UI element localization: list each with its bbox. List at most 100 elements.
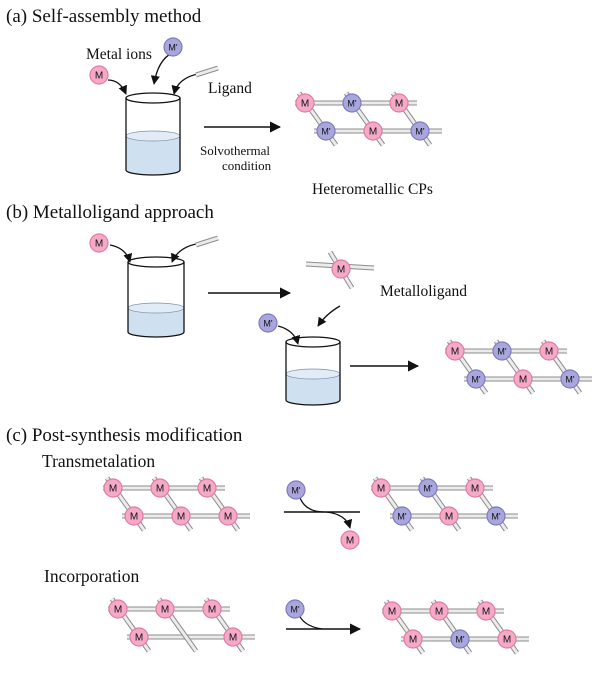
network-a-top-ion-1: M [295, 93, 315, 113]
network-c2-after-incorp-bottom-ion-3: M [497, 629, 517, 649]
network-c2-after-incorp-bottom-ion-2: M' [450, 629, 470, 649]
reagent-m-prime-b: M' [258, 313, 278, 333]
network-c1-before-top-ion-3: M [197, 478, 217, 498]
panel-c-title: (c) Post-synthesis modification [6, 425, 243, 446]
network-b-bottom-ion-2: M [513, 369, 533, 389]
ligand-drop-curve-a [171, 73, 199, 95]
network-b-bottom-ion-3: M' [560, 369, 580, 389]
ion-label-m: M [435, 607, 443, 618]
mp-drop-curve-a [150, 52, 173, 85]
product-label: Heterometallic CPs [312, 181, 433, 198]
ion-label-m: M [395, 99, 403, 110]
ion-label-m: M [409, 635, 417, 646]
reagent-m-prime-c2: M' [285, 599, 305, 619]
ion-label-m: M [114, 605, 122, 616]
ligand-drop-curve-b [171, 243, 197, 263]
ion-label-m: M [301, 99, 309, 110]
ion-label-m: M [135, 633, 143, 644]
ion-label-m: M [545, 347, 553, 358]
reagent-m-prime-a: M' [163, 37, 183, 57]
network-c2-before-bottom-ion-1: M [129, 627, 149, 647]
metal-ions-label: Metal ions [86, 46, 152, 63]
ion-label-m: M [445, 512, 453, 523]
network-b-top-ion-2: M' [492, 341, 512, 361]
ion-label-m-prime: M' [471, 375, 480, 385]
ion-label-m-prime: M' [321, 127, 330, 137]
ion-label-m-prime: M' [397, 512, 406, 522]
ion-label-m: M [346, 536, 354, 547]
ion-label-m: M [208, 605, 216, 616]
network-c1-before-top-ion-2: M [150, 478, 170, 498]
ligand-rod-b [195, 235, 219, 248]
network-a-bottom-ion-2: M [363, 121, 383, 141]
m-drop-curve-b [109, 244, 133, 263]
network-c1-before-bottom-ion-2: M [171, 506, 191, 526]
transmetalation-label: Transmetalation [42, 451, 155, 471]
network-c1-before-top-ion-1: M [103, 478, 123, 498]
ion-label-m-prime: M' [455, 635, 464, 645]
network-c2-after-bottom-ion-1: M' [392, 506, 412, 526]
network-a-bottom-ion-1: M' [316, 121, 336, 141]
ion-label-m: M [203, 484, 211, 495]
ion-label-m: M [161, 605, 169, 616]
ion-label-m: M [471, 484, 479, 495]
reagent-m-a: M [89, 65, 109, 85]
reagent-m-prime-c1: M' [286, 480, 306, 500]
metal-ions-layer: M M' M M' M' M M' M M M' M M' M M' M M' M M' M M' M M M M M M M M' M… [89, 37, 580, 649]
condition-line2: condition [222, 158, 272, 173]
ion-label-m: M [388, 607, 396, 618]
metalloligand-drop-curve [317, 305, 341, 327]
network-c2-after-bottom-ion-3: M' [486, 506, 506, 526]
ion-label-m: M [519, 375, 527, 386]
metalloligand-label: Metalloligand [380, 283, 467, 300]
beakers-layer [125, 92, 341, 406]
network-c2-after-bottom-ion-2: M [439, 506, 459, 526]
network-c2-after-top-ion-3: M [465, 478, 485, 498]
ion-label-m: M [377, 484, 385, 495]
ion-label-m: M [109, 484, 117, 495]
network-c2-after-incorp-top-ion-2: M [429, 601, 449, 621]
network-c2-before-top-ion-1: M [108, 599, 128, 619]
ion-label-m-prime: M' [491, 512, 500, 522]
condition-line1: Solvothermal [200, 143, 270, 158]
beaker-b1 [127, 256, 185, 338]
m-leave-curve-c1 [325, 511, 353, 529]
beaker-b2 [285, 336, 341, 406]
ion-label-m-prime: M' [347, 99, 356, 109]
ion-label-m-prime: M' [291, 486, 300, 496]
metalloligand-center: M [331, 259, 351, 279]
ligand-rod-a [195, 65, 219, 78]
ion-label-m-prime: M' [565, 375, 574, 385]
network-b-bottom-ion-1: M' [466, 369, 486, 389]
m-drop-curve-a [107, 79, 127, 95]
ion-label-m: M [95, 71, 103, 82]
network-c1-before-bottom-ion-1: M [124, 506, 144, 526]
ion-label-m-prime: M' [263, 319, 272, 329]
ion-label-m-prime: M' [423, 484, 432, 494]
mp-enter-curve-c1 [299, 497, 325, 513]
network-c2-after-incorp-top-ion-1: M [382, 601, 402, 621]
network-c2-after-top-ion-2: M' [418, 478, 438, 498]
network-b-top-ion-1: M [445, 341, 465, 361]
ion-label-m: M [130, 512, 138, 523]
beaker-a [125, 92, 181, 176]
ion-label-m: M [224, 512, 232, 523]
network-a-bottom-ion-3: M' [410, 121, 430, 141]
ligand-label: Ligand [208, 80, 252, 97]
network-c2-before-bottom-ion-3: M [223, 627, 243, 647]
network-c2-before-top-ion-2: M [155, 599, 175, 619]
ion-label-m: M [337, 265, 345, 276]
released-m-c1: M [340, 530, 360, 550]
network-a-top-ion-2: M' [342, 93, 362, 113]
ion-label-m: M [369, 127, 377, 138]
network-c2-after-incorp-bottom-ion-1: M [403, 629, 423, 649]
ion-label-m-prime: M' [497, 347, 506, 357]
network-c2-after-top-ion-1: M [371, 478, 391, 498]
ion-label-m: M [177, 512, 185, 523]
ion-label-m-prime: M' [290, 605, 299, 615]
network-c2-before-top-ion-3: M [202, 599, 222, 619]
incorporation-label: Incorporation [44, 566, 139, 586]
ion-label-m: M [451, 347, 459, 358]
ion-label-m: M [482, 607, 490, 618]
